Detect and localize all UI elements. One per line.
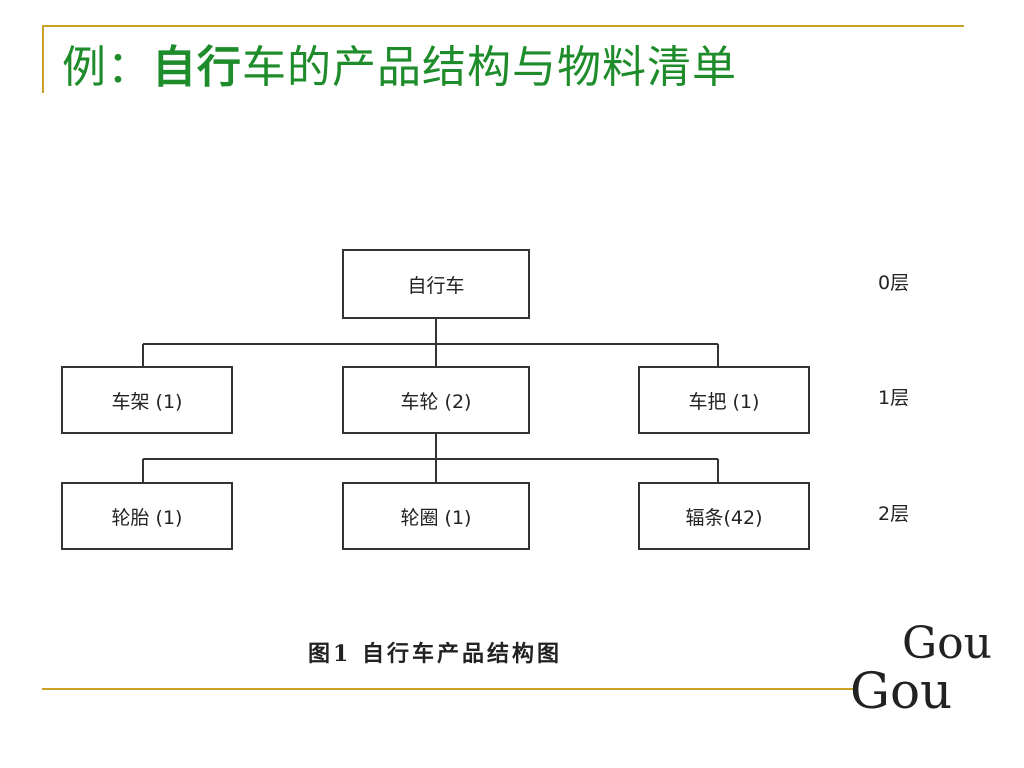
level-label-0: 0层 [878, 272, 910, 294]
gougou-logo: Gou Gou [850, 618, 1020, 728]
slide-title: 例：自行车的产品结构与物料清单 [62, 38, 737, 98]
node-spokes: 辐条(42) [638, 482, 810, 550]
top-rule [42, 25, 964, 27]
title-rest: 车的产品结构与物料清单 [242, 42, 737, 93]
level-label-2: 2层 [878, 503, 910, 525]
node-handlebar: 车把 (1) [638, 366, 810, 434]
node-tire: 轮胎 (1) [61, 482, 233, 550]
logo-line-2: Gou [850, 662, 953, 720]
title-prefix: 例： [62, 42, 152, 93]
node-frame: 车架 (1) [61, 366, 233, 434]
level-label-1: 1层 [878, 387, 910, 409]
logo-line-1: Gou [902, 618, 992, 669]
figure-caption: 图1 自行车产品结构图 [308, 641, 562, 667]
node-wheel: 车轮 (2) [342, 366, 530, 434]
node-bicycle: 自行车 [342, 249, 530, 319]
left-rule [42, 25, 44, 93]
bottom-rule [42, 688, 857, 690]
node-rim: 轮圈 (1) [342, 482, 530, 550]
title-bold: 自行 [152, 42, 242, 93]
